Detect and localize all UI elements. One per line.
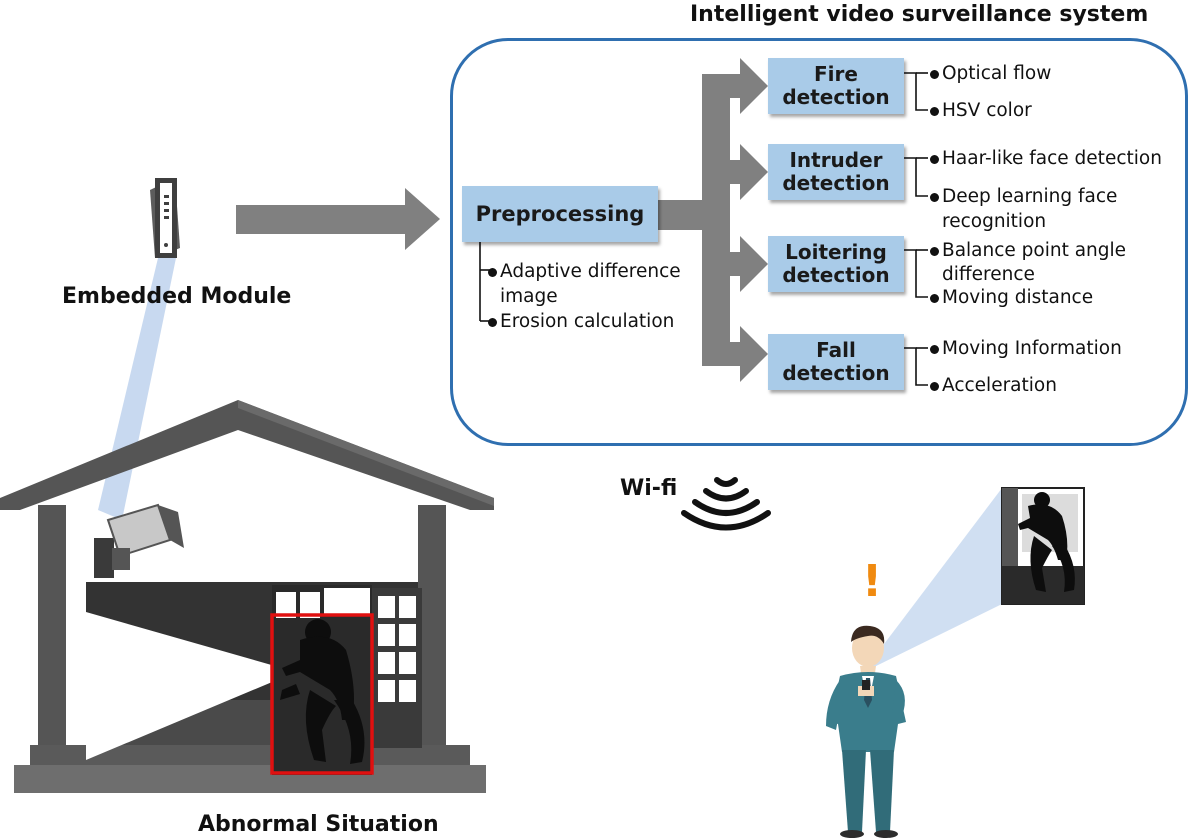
item-text: Adaptive difference bbox=[500, 261, 681, 282]
node-line2: detection bbox=[782, 171, 890, 195]
bullet-icon bbox=[930, 294, 939, 303]
fall-item-moving-info: Moving Information bbox=[930, 338, 1122, 359]
phone-view-beam bbox=[872, 488, 1002, 668]
preprocessing-node: Preprocessing bbox=[462, 186, 658, 242]
node-line2: detection bbox=[782, 85, 890, 109]
loitering-detection-node: Loitering detection bbox=[768, 236, 904, 292]
item-text: Erosion calculation bbox=[500, 311, 675, 332]
module-to-system-arrow bbox=[236, 188, 440, 250]
wifi-icon bbox=[681, 477, 771, 531]
bullet-icon bbox=[930, 382, 939, 391]
loitering-item-balance-cont: difference bbox=[942, 264, 1035, 285]
node-line1: Fall bbox=[816, 338, 856, 362]
loitering-item-balance: Balance point angle bbox=[930, 240, 1127, 261]
bullet-icon bbox=[488, 268, 497, 277]
intruder-detection-node: Intruder detection bbox=[768, 144, 904, 200]
node-line2: detection bbox=[782, 263, 890, 287]
fire-item-hsv: HSV color bbox=[930, 100, 1032, 121]
node-line2: detection bbox=[782, 361, 890, 385]
detection-brackets bbox=[904, 72, 928, 386]
loitering-item-distance: Moving distance bbox=[930, 287, 1094, 308]
item-text: Moving distance bbox=[942, 287, 1094, 308]
preprocessing-item-adaptive: Adaptive difference bbox=[488, 261, 681, 282]
bullet-icon bbox=[930, 107, 939, 116]
bullet-icon bbox=[930, 345, 939, 354]
item-text: difference bbox=[942, 264, 1035, 285]
intruder-bounding-box bbox=[270, 613, 374, 775]
fire-item-optical-flow: Optical flow bbox=[930, 63, 1052, 84]
embedded-module-device bbox=[150, 178, 180, 258]
house-illustration bbox=[0, 400, 494, 793]
item-text: Moving Information bbox=[942, 338, 1122, 359]
surveillance-view-thumbnail bbox=[1001, 487, 1085, 605]
node-line1: Loitering bbox=[785, 240, 887, 264]
item-text: Acceleration bbox=[942, 375, 1057, 396]
cctv-camera-icon bbox=[94, 503, 184, 578]
fall-item-acceleration: Acceleration bbox=[930, 375, 1057, 396]
node-line1: Fire bbox=[814, 62, 858, 86]
intruder-silhouette bbox=[280, 619, 365, 764]
item-text: Balance point angle bbox=[942, 240, 1127, 261]
wifi-label: Wi-fi bbox=[620, 476, 678, 501]
fire-detection-node: Fire detection bbox=[768, 58, 904, 114]
intruder-item-haar: Haar-like face detection bbox=[930, 148, 1162, 169]
bullet-icon bbox=[930, 193, 939, 202]
bullet-icon bbox=[930, 70, 939, 79]
fall-detection-node: Fall detection bbox=[768, 334, 904, 390]
item-text: HSV color bbox=[942, 100, 1032, 121]
alert-icon: ! bbox=[862, 556, 883, 607]
item-text: Deep learning face bbox=[942, 186, 1118, 207]
preprocessing-item-erosion: Erosion calculation bbox=[488, 311, 675, 332]
intruder-item-deep-learning: Deep learning face bbox=[930, 186, 1118, 207]
detection-branch-arrows bbox=[657, 58, 768, 382]
system-title: Intelligent video surveillance system bbox=[690, 2, 1149, 27]
bullet-icon bbox=[930, 247, 939, 256]
abnormal-situation-label: Abnormal Situation bbox=[198, 812, 439, 837]
item-text: image bbox=[500, 286, 558, 307]
embedded-module-label: Embedded Module bbox=[62, 284, 292, 309]
item-text: Optical flow bbox=[942, 63, 1052, 84]
node-line1: Intruder bbox=[789, 148, 883, 172]
preprocessing-label: Preprocessing bbox=[475, 201, 645, 226]
item-text: Haar-like face detection bbox=[942, 148, 1162, 169]
preprocessing-item-adaptive-cont: image bbox=[500, 286, 558, 307]
intruder-item-deep-learning-cont: recognition bbox=[942, 211, 1046, 232]
viewer-person-illustration bbox=[826, 625, 906, 838]
bullet-icon bbox=[488, 318, 497, 327]
item-text: recognition bbox=[942, 211, 1047, 232]
system-boundary bbox=[450, 38, 1188, 446]
bullet-icon bbox=[930, 155, 939, 164]
